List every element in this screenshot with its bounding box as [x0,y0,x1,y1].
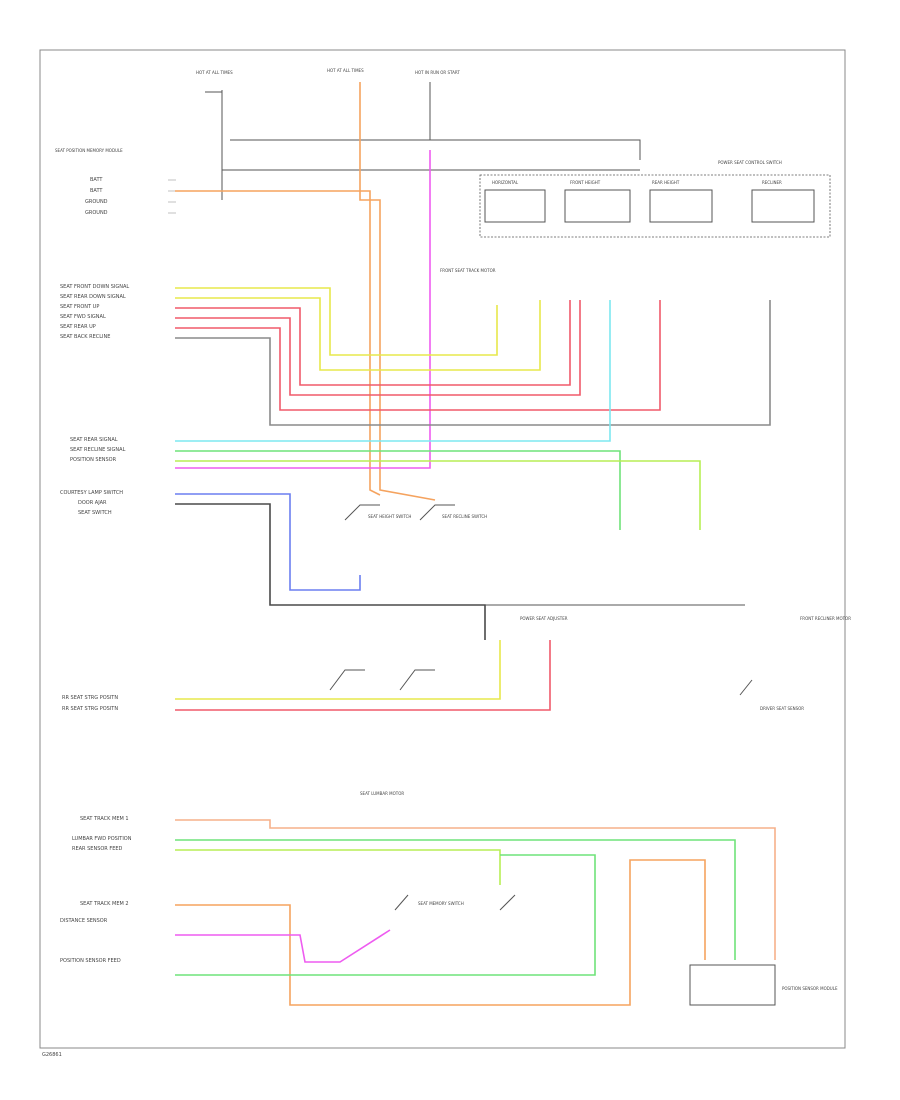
wire-cyan [175,300,611,442]
left-labels: BATT BATT GROUND GROUND SEAT FRONT DOWN … [60,177,132,964]
label-front-height: FRONT HEIGHT [570,180,601,185]
left-label: POSITION SENSOR [70,457,117,463]
connector-pins [168,179,176,214]
wire-blue [175,493,361,591]
wire-dark [175,503,486,640]
wire-pink [175,150,431,469]
wires [175,82,776,1006]
wire-green-2 [175,839,736,960]
label-position-sensor-module: POSITION SENSOR MODULE [782,986,838,991]
top-label-2: HOT AT ALL TIMES [327,68,364,73]
wire-orange-2 [359,82,436,501]
label-front-recliner-motor: FRONT RECLINER MOTOR [800,616,851,621]
left-label: SEAT BACK RECLINE [60,334,110,340]
left-label: GROUND [85,199,108,205]
diagram-border [39,49,846,1049]
top-label-3: HOT IN RUN OR START [415,70,460,75]
wire-green-3 [175,854,596,976]
power-seat-control-switch: HORIZONTAL FRONT HEIGHT REAR HEIGHT RECL… [479,160,831,238]
left-label: SEAT FRONT UP [60,304,99,310]
wire-red-1 [175,300,571,386]
wire-gray [175,300,771,426]
left-label: SEAT TRACK MEM 2 [80,901,129,907]
wire-yellow [175,287,498,356]
label-control-switch: POWER SEAT CONTROL SWITCH [718,160,782,165]
top-label-1: HOT AT ALL TIMES [196,70,233,75]
left-label: DOOR AJAR [78,500,107,506]
left-label: POSITION SENSOR FEED [60,958,121,964]
label-front-seat-track-motor: FRONT SEAT TRACK MOTOR [440,268,496,273]
wire-salmon [175,819,776,960]
left-label: GROUND [85,210,108,216]
left-label: REAR SENSOR FEED [72,846,123,852]
left-label: RR SEAT STRG POSITN [62,706,118,712]
label-seat-lumbar-motor: SEAT LUMBAR MOTOR [360,791,404,796]
wire-yellow-rr [175,640,501,700]
wire-red-3 [175,300,661,411]
wire-orange [175,190,381,496]
wire-red-2 [175,300,581,396]
label-rear-height: REAR HEIGHT [652,180,680,185]
label-seat-recline-switch: SEAT RECLINE SWITCH [442,514,487,519]
label-seat-height-switch: SEAT HEIGHT SWITCH [368,514,411,519]
left-label: BATT [90,177,103,183]
left-label: SEAT REAR SIGNAL [70,437,118,443]
left-label: SEAT REAR UP [60,324,96,330]
left-label: COURTESY LAMP SWITCH [60,490,123,496]
wire-lime [175,460,701,530]
switch-symbols [329,504,776,1006]
left-label: SEAT FRONT DOWN SIGNAL [60,284,129,290]
left-label: SEAT FWD SIGNAL [60,314,106,320]
module-label: SEAT POSITION MEMORY MODULE [55,148,123,153]
diagram-code: G26861 [42,1052,62,1058]
left-label: BATT [90,188,103,194]
wire-green [175,450,621,530]
left-label: DISTANCE SENSOR [60,918,108,924]
label-seat-memory-switch: SEAT MEMORY SWITCH [418,901,464,906]
label-horizontal: HORIZONTAL [492,180,519,185]
wire-pink-2 [175,929,391,963]
wire-pink-rr [175,640,551,711]
left-label: RR SEAT STRG POSITN [62,695,118,701]
label-recliner: RECLINER [762,180,782,185]
label-power-seat-adjuster: POWER SEAT ADJUSTER [520,616,568,621]
wire-yellow-2 [175,297,541,371]
left-label: SEAT REAR DOWN SIGNAL [60,294,126,300]
left-label: SEAT TRACK MEM 1 [80,816,129,822]
left-label: LUMBAR FWD POSITION [72,836,132,842]
label-driver-seat-sensor: DRIVER SEAT SENSOR [760,706,804,711]
wire-lime-2 [175,849,501,885]
left-label: SEAT SWITCH [78,510,112,516]
left-label: SEAT RECLINE SIGNAL [70,447,126,453]
wire-orange-3 [175,859,706,1006]
